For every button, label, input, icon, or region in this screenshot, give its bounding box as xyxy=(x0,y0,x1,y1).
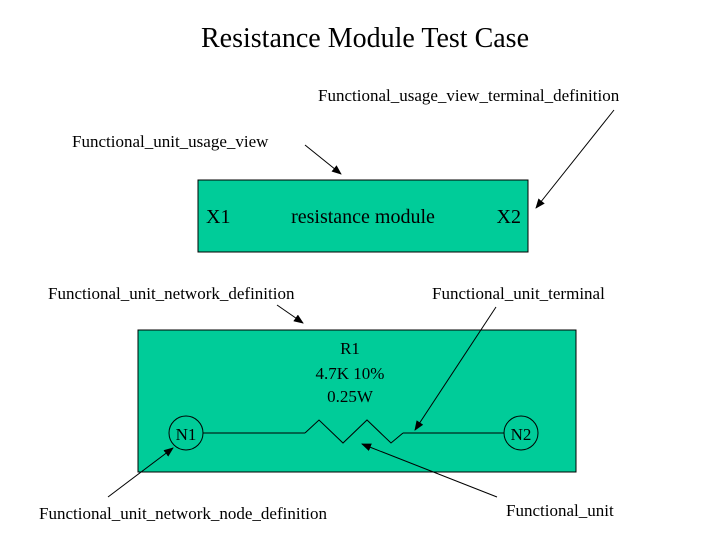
resistor-power: 0.25W xyxy=(327,387,374,406)
arrow-terminal-definition xyxy=(535,109,615,209)
label-network-definition: Functional_unit_network_definition xyxy=(48,284,295,303)
usage-view-box xyxy=(197,179,529,253)
node-n2-label: N2 xyxy=(511,425,532,444)
label-terminal: Functional_unit_terminal xyxy=(432,284,605,303)
arrow-network-definition xyxy=(276,304,304,324)
arrow-functional-unit xyxy=(361,443,498,498)
arrow-usage-view xyxy=(304,144,342,175)
arrow-network-node xyxy=(107,447,174,498)
terminal-x1: X1 xyxy=(206,206,230,228)
terminal-x2: X2 xyxy=(497,206,521,228)
arrow-terminal xyxy=(414,306,497,431)
node-n1-label: N1 xyxy=(176,425,197,444)
usage-view-label: resistance module xyxy=(291,206,435,228)
label-network-node-definition: Functional_unit_network_node_definition xyxy=(39,504,328,523)
label-functional-unit: Functional_unit xyxy=(506,501,614,520)
resistor-value: 4.7K 10% xyxy=(316,364,385,383)
label-usage-view: Functional_unit_usage_view xyxy=(72,132,269,151)
label-terminal-definition: Functional_usage_view_terminal_definitio… xyxy=(318,86,620,105)
network-box xyxy=(137,329,577,473)
page-title: Resistance Module Test Case xyxy=(201,23,529,54)
resistor-symbol xyxy=(304,419,404,444)
resistor-name: R1 xyxy=(340,339,360,358)
